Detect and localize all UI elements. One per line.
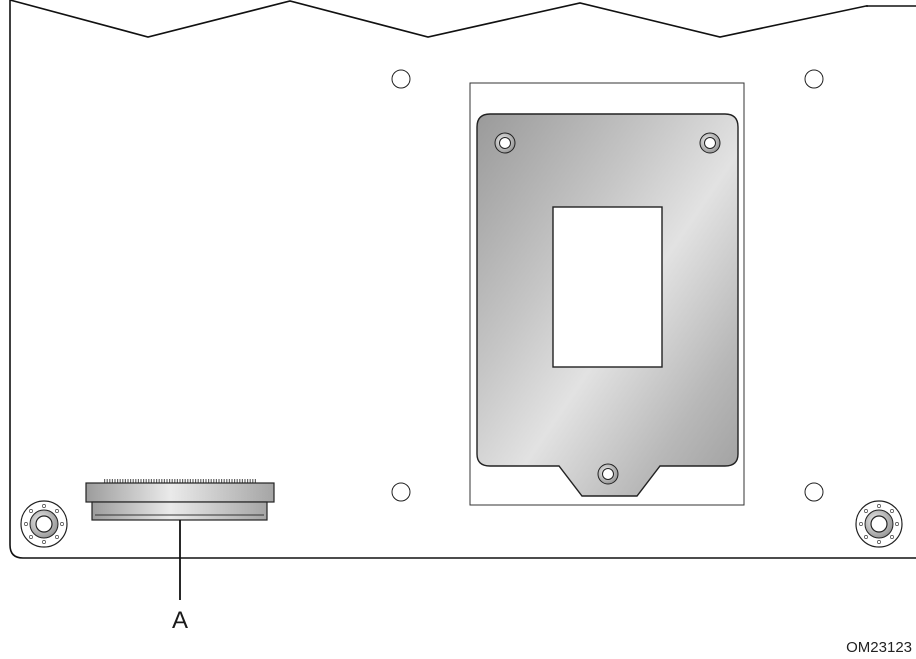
backplate-screw-top-right [699,132,721,154]
mounting-hole-bottom-right [804,482,824,502]
standoff-screw-left [20,500,68,548]
backplate-screw-top-left [494,132,516,154]
board-outline [9,0,916,559]
mounting-hole-bottom-left [391,482,411,502]
mounting-hole-top-right [804,69,824,89]
standoff-screw-right [855,500,903,548]
backplate-screw-bottom [597,463,619,485]
callout-a-label: A [172,607,188,634]
mounting-hole-top-left [391,69,411,89]
backplate-cutout [552,206,663,368]
connector-a [85,479,275,521]
figure-id: OM23123 [846,639,912,656]
